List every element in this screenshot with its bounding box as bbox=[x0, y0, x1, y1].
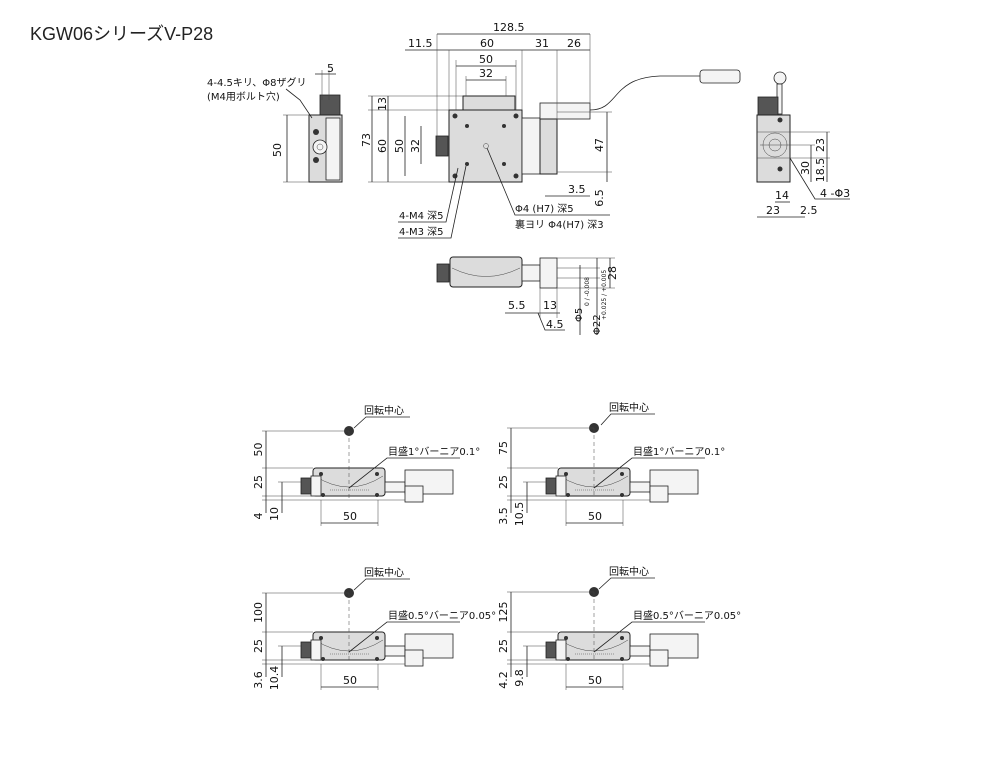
dim-26: 26 bbox=[567, 37, 581, 50]
dim-r-18-5: 18.5 bbox=[814, 158, 827, 183]
dim-r-23: 23 bbox=[814, 138, 827, 152]
dim-phi5-tol: 0 / -0.008 bbox=[584, 277, 591, 306]
note-bolt-hole-m4: (M4用ボルト穴) bbox=[207, 90, 280, 103]
dim-body-height: 25 bbox=[252, 639, 265, 653]
rotation-center-label: 回転中心 bbox=[609, 401, 649, 414]
dim-body-height: 25 bbox=[497, 639, 510, 653]
dim-height-top: 125 bbox=[497, 602, 510, 623]
dim-phi22-tol: +0.025 / +0.005 bbox=[601, 270, 608, 320]
scale-label: 目盛1°バーニア0.1° bbox=[388, 445, 480, 458]
dim-phi22: Φ22 bbox=[592, 314, 603, 335]
dim-phi5: Φ5 bbox=[574, 308, 585, 322]
dim-60-h: 60 bbox=[480, 37, 494, 50]
dim-base-a: 3.6 bbox=[252, 671, 265, 689]
dim-47: 47 bbox=[593, 138, 606, 152]
scale-label: 目盛0.5°バーニア0.05° bbox=[388, 609, 496, 622]
note-pin-hole: Φ4 (H7) 深5 bbox=[515, 203, 574, 215]
left-side-view: 50 5 4-4.5キリ、Φ8ザグリ (M4用ボルト穴) bbox=[207, 62, 343, 183]
right-side-view: 23 30 18.5 14 23 2.5 4 -Φ3 bbox=[756, 71, 850, 218]
dim-73: 73 bbox=[360, 133, 373, 147]
dim-f-28: 28 bbox=[606, 266, 619, 280]
dim-base-a: 4 bbox=[252, 513, 265, 520]
dim-height-top: 100 bbox=[252, 602, 265, 623]
dim-32-h: 32 bbox=[479, 67, 493, 80]
dim-11-5: 11.5 bbox=[408, 37, 433, 50]
dim-f-5-5: 5.5 bbox=[508, 299, 526, 312]
dim-height-top: 50 bbox=[252, 443, 265, 457]
variant-view-1: 回転中心 目盛1°バーニア0.1° 50 25 4 10 50 bbox=[252, 404, 480, 526]
dim-3-5: 3.5 bbox=[568, 183, 586, 196]
rotation-center-label: 回転中心 bbox=[364, 566, 404, 579]
scale-label: 目盛1°バーニア0.1° bbox=[633, 445, 725, 458]
dim-base-b: 10.4 bbox=[268, 666, 281, 691]
dim-r-2-5: 2.5 bbox=[800, 204, 818, 217]
dim-height-top: 75 bbox=[497, 441, 510, 455]
dim-width-50: 50 bbox=[343, 674, 357, 687]
dim-base-a: 4.2 bbox=[497, 671, 510, 689]
note-phi3: 4 -Φ3 bbox=[820, 187, 850, 200]
dim-r-14: 14 bbox=[775, 189, 789, 202]
note-m4: 4-M4 深5 bbox=[399, 210, 444, 222]
note-m3: 4-M3 深5 bbox=[399, 226, 444, 238]
dim-128-5: 128.5 bbox=[493, 21, 525, 34]
dim-body-height: 25 bbox=[497, 475, 510, 489]
dim-body-height: 25 bbox=[252, 475, 265, 489]
dim-13: 13 bbox=[376, 97, 389, 111]
dim-width-50: 50 bbox=[588, 510, 602, 523]
dim-base-b: 10 bbox=[268, 507, 281, 521]
dim-r-23-b: 23 bbox=[766, 204, 780, 217]
note-bolt-hole: 4-4.5キリ、Φ8ザグリ bbox=[207, 76, 307, 89]
dim-width-50: 50 bbox=[343, 510, 357, 523]
dim-6-5: 6.5 bbox=[593, 189, 606, 207]
dim-32-v: 32 bbox=[409, 139, 422, 153]
note-pin-hole-back: 裏ヨリ Φ4(H7) 深3 bbox=[515, 218, 604, 231]
dim-31: 31 bbox=[535, 37, 549, 50]
dim-base-a: 3.5 bbox=[497, 507, 510, 525]
dim-50-h: 50 bbox=[479, 53, 493, 66]
dim-side-5: 5 bbox=[327, 62, 334, 75]
dim-r-30: 30 bbox=[799, 161, 812, 175]
main-top-view: 128.5 11.5 60 31 26 50 32 13 73 60 50 32… bbox=[360, 21, 741, 239]
rotation-center-label: 回転中心 bbox=[364, 404, 404, 417]
rotation-center-label: 回転中心 bbox=[609, 565, 649, 578]
dim-base-b: 10.5 bbox=[513, 502, 526, 527]
drawing-title: KGW06シリーズV-P28 bbox=[30, 24, 213, 44]
dim-f-13: 13 bbox=[543, 299, 557, 312]
dim-60-v: 60 bbox=[376, 139, 389, 153]
dim-side-50: 50 bbox=[271, 143, 284, 157]
scale-label: 目盛0.5°バーニア0.05° bbox=[633, 609, 741, 622]
dim-50-v: 50 bbox=[393, 139, 406, 153]
variant-view-4: 回転中心 目盛0.5°バーニア0.05° 125 25 4.2 9.8 50 bbox=[497, 565, 741, 690]
variant-view-2: 回転中心 目盛1°バーニア0.1° 75 25 3.5 10.5 50 bbox=[497, 401, 725, 526]
dim-width-50: 50 bbox=[588, 674, 602, 687]
dim-base-b: 9.8 bbox=[513, 669, 526, 687]
dim-f-4-5: 4.5 bbox=[546, 318, 564, 331]
front-view: 28 5.5 13 4.5 Φ5 0 / -0.008 Φ22 +0.025 /… bbox=[436, 256, 619, 335]
variant-view-3: 回転中心 目盛0.5°バーニア0.05° 100 25 3.6 10.4 50 bbox=[252, 566, 496, 690]
